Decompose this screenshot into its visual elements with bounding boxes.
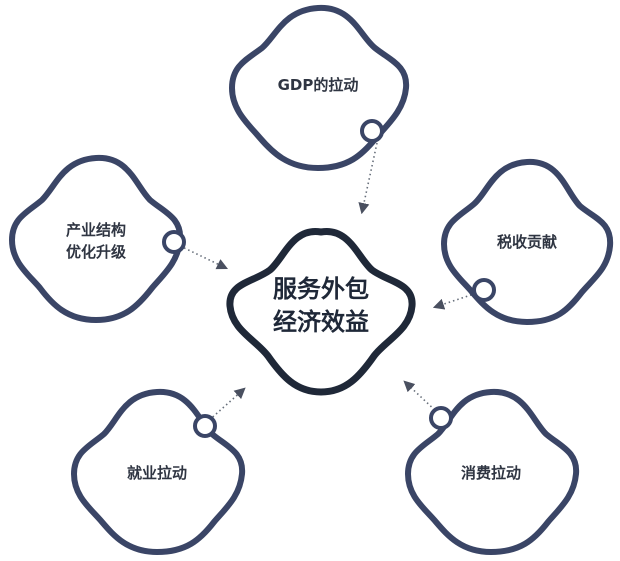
node-industry-label-line-2: 优化升级	[66, 243, 127, 261]
node-employment-label: 就业拉动	[127, 464, 187, 482]
ring-industry	[162, 230, 186, 254]
connector-gdp	[358, 142, 378, 215]
connector-tax	[432, 291, 481, 310]
node-industry-label-line-1: 产业结构	[66, 221, 126, 239]
node-tax-label: 税收贡献	[497, 233, 557, 251]
node-gdp-label: GDP的拉动	[278, 76, 359, 94]
node-consumption-label: 消费拉动	[461, 464, 521, 482]
ring-gdp	[360, 119, 384, 143]
ring-employment	[193, 414, 217, 438]
connector-consumption	[403, 380, 439, 414]
center-title-line-2: 经济效益	[273, 308, 369, 336]
connector-rings	[162, 119, 496, 438]
center-title-line-1: 服务外包	[273, 275, 369, 303]
ring-tax	[472, 278, 496, 302]
node-industry: 产业结构 优化升级	[9, 154, 184, 323]
node-employment: 就业拉动	[71, 388, 246, 555]
center-node: 服务外包 经济效益	[226, 228, 416, 396]
node-consumption-shape	[405, 388, 580, 555]
node-tax: 税收贡献	[441, 158, 614, 325]
ring-consumption	[429, 406, 453, 430]
node-industry-shape	[9, 154, 184, 323]
node-gdp: GDP的拉动	[229, 4, 410, 171]
node-consumption: 消费拉动	[405, 388, 580, 555]
center-node-shape	[226, 228, 416, 396]
